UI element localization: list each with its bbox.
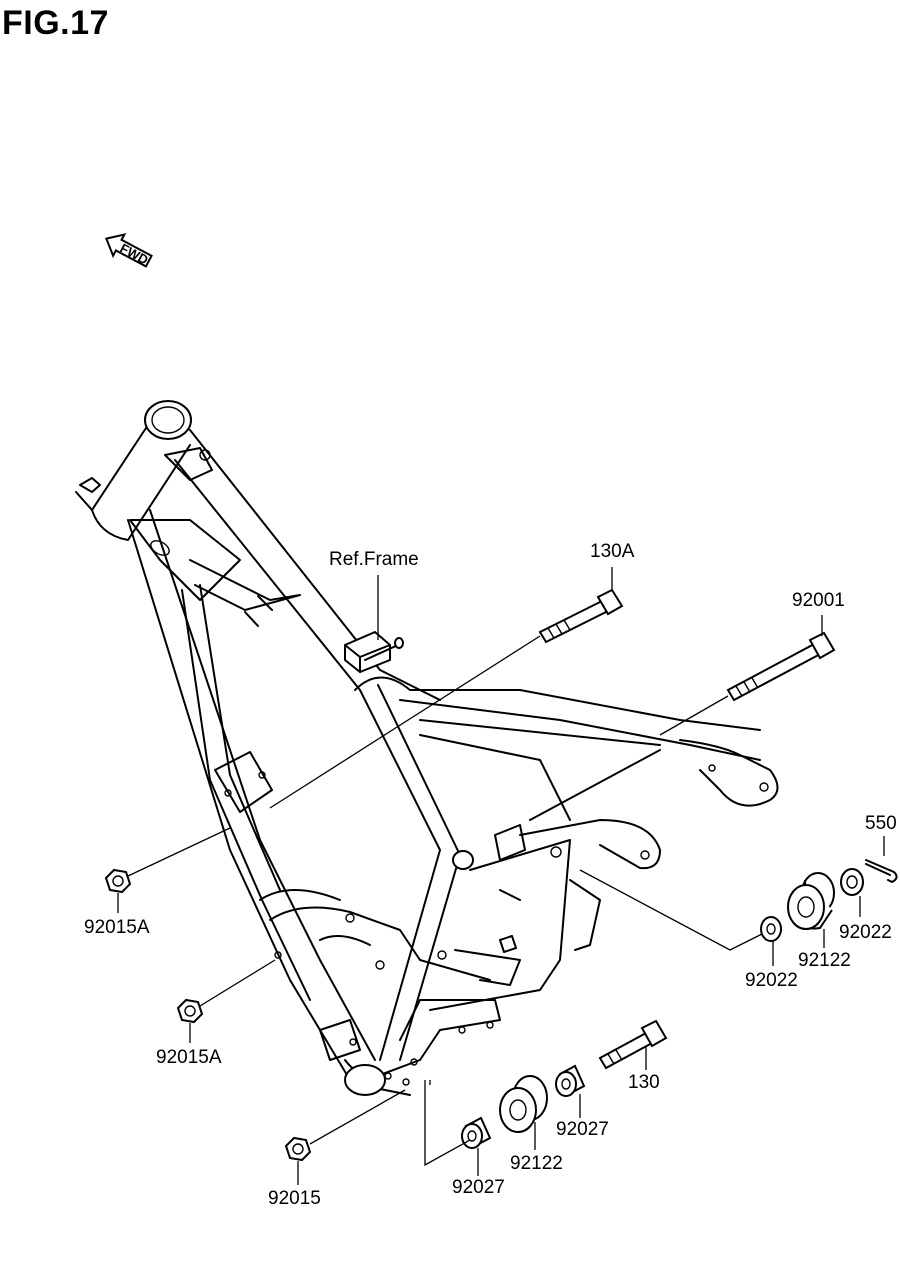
bolt-130a [538, 588, 624, 644]
washer-92022-right [840, 868, 864, 896]
collar-92027-lower [461, 1116, 492, 1149]
cotter-pin-550 [865, 859, 898, 883]
washer-92022-left [760, 916, 782, 942]
callout-92015a-lower: 92015A [156, 1047, 222, 1068]
fwd-arrow-icon: FWD [105, 233, 153, 268]
callout-92015a-upper: 92015A [84, 917, 150, 938]
callout-92022-right: 92022 [839, 922, 892, 943]
callout-92027-lower: 92027 [452, 1177, 505, 1198]
callout-92022-left: 92022 [745, 970, 798, 991]
ref-frame-clamp [344, 630, 404, 674]
callout-130: 130 [628, 1072, 660, 1093]
callout-92001: 92001 [792, 590, 845, 611]
nut-92015a-upper [104, 868, 132, 894]
bolt-92001 [726, 631, 836, 702]
bushing-92122-lower [499, 1075, 548, 1133]
collar-92027-upper [555, 1064, 586, 1097]
leader-lines [117, 567, 885, 1185]
nut-92015a-lower [176, 998, 204, 1024]
callout-92027-upper: 92027 [556, 1119, 609, 1140]
callout-92122-upper: 92122 [798, 950, 851, 971]
callout-130a: 130A [590, 541, 635, 562]
callout-550: 550 [865, 813, 897, 834]
nut-92015 [284, 1136, 312, 1162]
callout-92015: 92015 [268, 1188, 321, 1209]
callout-92122-lower: 92122 [510, 1153, 563, 1174]
frame-drawing [75, 400, 779, 1096]
bushing-92122-upper [787, 872, 835, 930]
fwd-label: FWD [118, 240, 151, 267]
ref-frame-label: Ref.Frame [329, 549, 419, 570]
figure-title: FIG.17 [2, 4, 109, 42]
bolt-130 [598, 1019, 668, 1070]
